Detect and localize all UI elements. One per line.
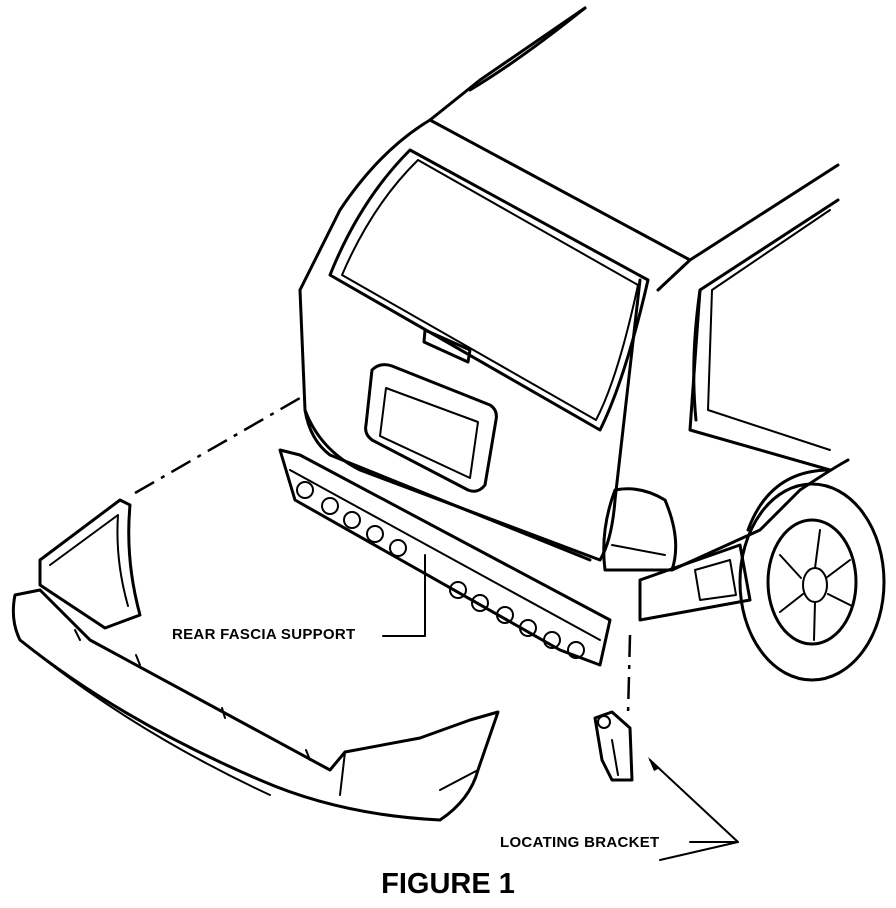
- rear-fascia: [11, 498, 500, 822]
- locating-bracket-label: LOCATING BRACKET: [500, 834, 660, 851]
- figure-caption: FIGURE 1: [381, 868, 515, 900]
- leader-lines: [382, 554, 739, 861]
- rear-fascia-support-label: REAR FASCIA SUPPORT: [172, 626, 356, 643]
- alignment-lines: [134, 396, 632, 716]
- rear-fascia-support: [278, 448, 612, 667]
- minivan-body: [298, 6, 886, 682]
- locating-bracket: [593, 710, 634, 782]
